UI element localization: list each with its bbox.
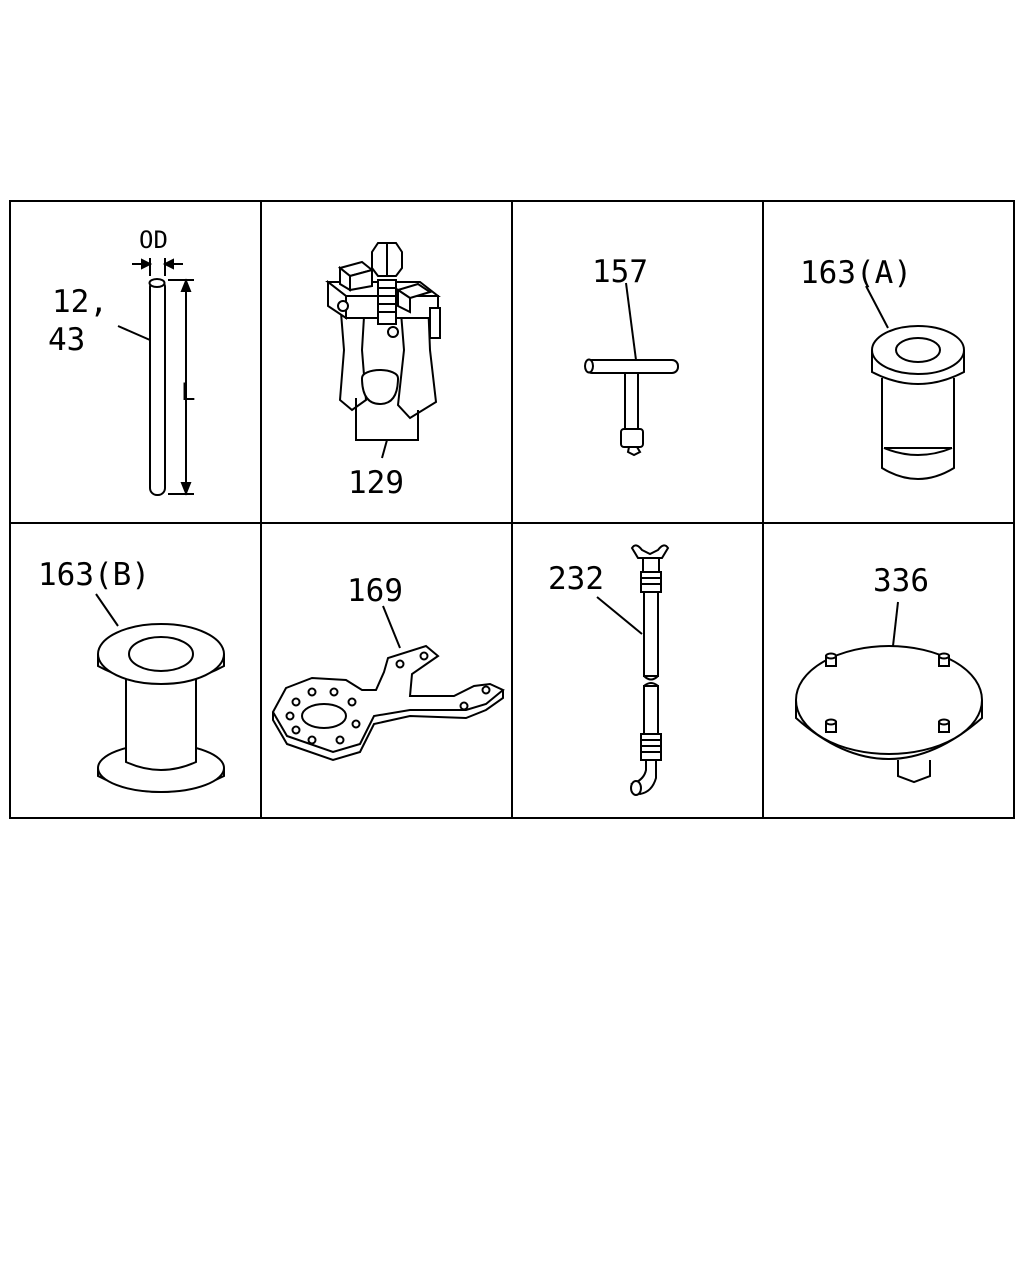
cell-bushing-a: 163(A) [800, 255, 965, 480]
part-label: 163(A) [800, 255, 912, 291]
dimension-length-label: L [181, 378, 195, 406]
holder-bracket-icon [271, 605, 505, 762]
cell-base-plate: 336 [795, 563, 983, 784]
cell-t-handle: 157 [584, 254, 679, 457]
part-label: 336 [873, 563, 929, 599]
rod-icon [117, 258, 194, 496]
part-label: 12, [52, 284, 108, 320]
spool-installer-icon [95, 593, 225, 793]
cell-rod: OD L 12, 43 [48, 226, 195, 496]
part-label: 163(B) [38, 557, 150, 593]
part-label: 169 [347, 573, 403, 609]
cell-holder-bracket: 169 [271, 573, 505, 762]
cell-extension-rod: 232 [548, 544, 670, 796]
base-plate-icon [795, 601, 983, 784]
t-handle-wrench-icon [584, 282, 679, 457]
extension-rod-icon [596, 544, 670, 796]
cell-puller: 129 [325, 242, 441, 501]
puller-icon [325, 242, 441, 459]
part-label: 129 [348, 465, 404, 501]
bushing-installer-icon [865, 285, 965, 480]
tool-grid [9, 200, 1015, 819]
part-label: 232 [548, 561, 604, 597]
cell-spool-b: 163(B) [38, 557, 225, 793]
part-label: 157 [592, 254, 648, 290]
part-label: 43 [48, 322, 85, 358]
dimension-od-label: OD [139, 226, 168, 254]
